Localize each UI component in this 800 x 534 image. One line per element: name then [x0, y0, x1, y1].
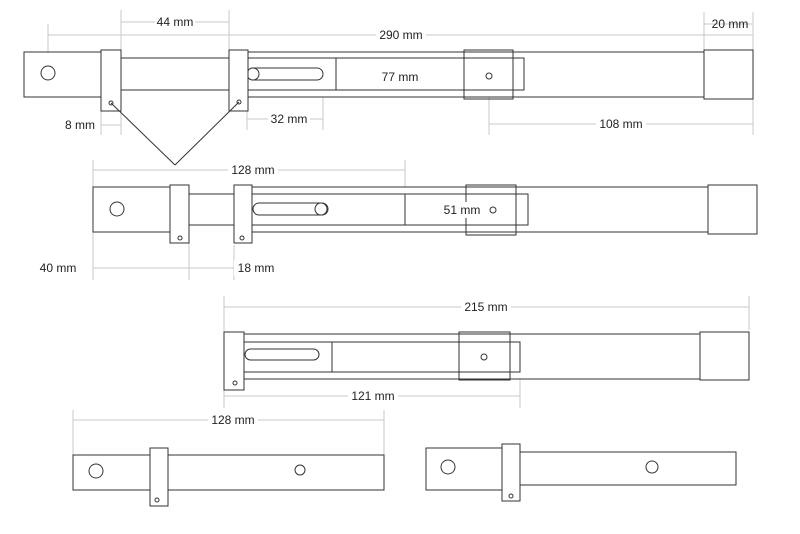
clamp — [501, 443, 521, 502]
dim-8: 8 mm — [65, 118, 95, 132]
dim-215: 215 mm — [464, 300, 507, 314]
view-mid-position: 128 mm 51 mm 40 mm 18 mm — [37, 160, 758, 280]
view-retracted: 215 mm 121 mm — [223, 296, 750, 408]
clamp — [233, 184, 253, 244]
dim-128: 128 mm — [231, 163, 274, 177]
clamp — [169, 184, 190, 244]
bar-hole — [294, 464, 306, 476]
clamp-hole — [177, 235, 183, 241]
dim-40: 40 mm — [40, 261, 77, 275]
clamp-hole — [239, 235, 245, 241]
pivot-hole — [440, 459, 456, 475]
left-bar — [92, 186, 173, 233]
bar-head — [425, 447, 504, 491]
bar — [72, 454, 385, 491]
dim-108: 108 mm — [599, 117, 642, 131]
view-short-bar-variant — [425, 443, 737, 502]
clamp-hole — [232, 380, 238, 386]
dim-128: 128 mm — [211, 413, 254, 427]
bar-hole — [645, 460, 659, 474]
linkage-line — [174, 101, 240, 166]
dim-121: 121 mm — [351, 389, 394, 403]
sleeve-hole — [489, 206, 497, 214]
view-fully-extended: 44 mm 290 mm 20 mm 77 mm 8 mm 32 mm 108 … — [23, 10, 754, 166]
dimension-labels: 44 mm 290 mm 20 mm 77 mm 8 mm 32 mm 108 … — [65, 14, 748, 132]
dim-20: 20 mm — [712, 17, 749, 31]
dim-51: 51 mm — [444, 203, 481, 217]
inner-bar-end — [335, 57, 525, 91]
slot — [252, 202, 329, 216]
clamp-hole — [508, 493, 514, 499]
clamp-hole — [154, 497, 160, 503]
dim-18: 18 mm — [238, 261, 275, 275]
end-cap — [707, 184, 758, 235]
sleeve — [458, 331, 511, 381]
bar — [519, 451, 737, 486]
clamp — [228, 49, 249, 112]
sleeve-hole — [480, 353, 488, 361]
clamp — [100, 49, 122, 112]
slot — [244, 348, 320, 361]
pivot-hole — [88, 463, 104, 479]
sleeve-hole — [485, 72, 493, 80]
view-short-bar: 128 mm — [72, 410, 385, 507]
sleeve — [463, 49, 514, 100]
slot-pin — [314, 202, 328, 216]
pivot-hole — [40, 65, 56, 81]
left-bar — [23, 51, 103, 98]
clamp — [149, 447, 169, 507]
pivot-hole — [109, 201, 125, 217]
dim-290: 290 mm — [379, 28, 422, 42]
dim-32: 32 mm — [271, 112, 308, 126]
linkage-line — [110, 102, 176, 166]
inner-bar-end — [331, 341, 521, 373]
slot-pin — [246, 67, 260, 81]
dimension-labels: 128 mm 51 mm 40 mm 18 mm — [37, 162, 482, 276]
end-cap — [703, 49, 754, 100]
dim-44: 44 mm — [157, 15, 194, 29]
dimension-labels: 215 mm 121 mm — [348, 299, 511, 404]
end-cap — [699, 331, 750, 381]
dim-77: 77 mm — [382, 70, 419, 84]
clamp — [223, 331, 245, 391]
